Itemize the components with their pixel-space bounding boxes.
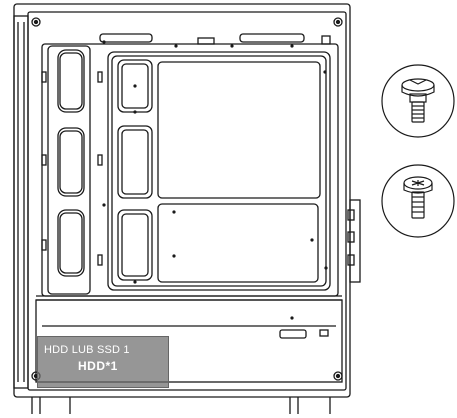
cpu-cutout (157, 61, 321, 199)
front-fan-bracket (47, 45, 91, 295)
motherboard-tray (41, 43, 339, 297)
corner-screw-top-right (333, 17, 343, 27)
front-panel-edge (13, 15, 29, 389)
hdd-label-line-1: HDD LUB SSD 1 (44, 344, 130, 356)
flat-head-screw-icon (381, 164, 455, 238)
psu-shroud (35, 299, 343, 383)
hdd-label-line-2: HDD*1 (78, 359, 118, 373)
grommet-2 (117, 125, 153, 199)
corner-screw-bottom-right (333, 371, 343, 381)
grommet-3 (117, 209, 153, 281)
lower-plate (157, 203, 319, 283)
case-inner-frame (27, 11, 347, 391)
thumb-screw-icon (381, 64, 455, 138)
hdd-callout-label: HDD LUB SSD 1 HDD*1 (37, 336, 169, 388)
cable-management-plate (107, 51, 331, 291)
rear-io-bracket (349, 199, 361, 283)
corner-screw-top-left (31, 17, 41, 27)
